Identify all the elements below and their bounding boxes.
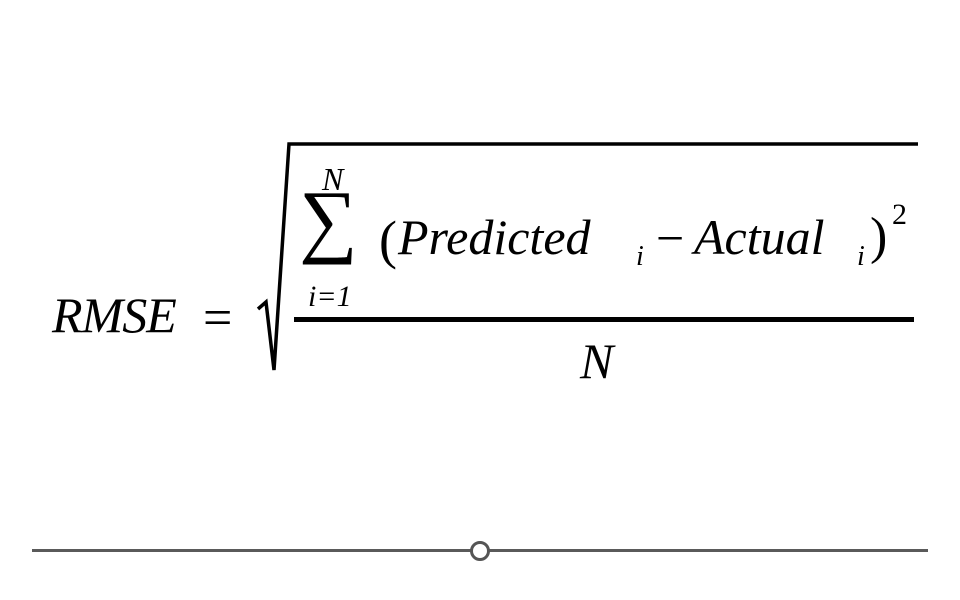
predicted-term: Predicted [398,209,591,265]
fraction-bar [294,317,914,322]
summation-upper-limit: N [322,161,344,197]
equals-sign: = [203,290,233,347]
denominator: N [580,333,614,389]
open-parenthesis: ( [379,210,397,270]
square-root-symbol [256,142,918,371]
actual-subscript: i [857,241,865,272]
slider-thumb[interactable] [470,541,490,561]
minus-sign: − [656,210,685,266]
close-parenthesis: ) [870,208,888,265]
summation-lower-limit: i=1 [308,280,352,313]
slider-control[interactable] [0,470,960,600]
formula-lhs: RMSE [52,287,177,343]
rmse-formula: RMSE = ∑ N i=1 ( Predicted i − Actual i … [52,142,918,389]
predicted-subscript: i [636,241,644,272]
exponent: 2 [892,198,907,231]
actual-term: Actual [694,209,825,265]
summation-symbol: ∑ [299,174,358,265]
